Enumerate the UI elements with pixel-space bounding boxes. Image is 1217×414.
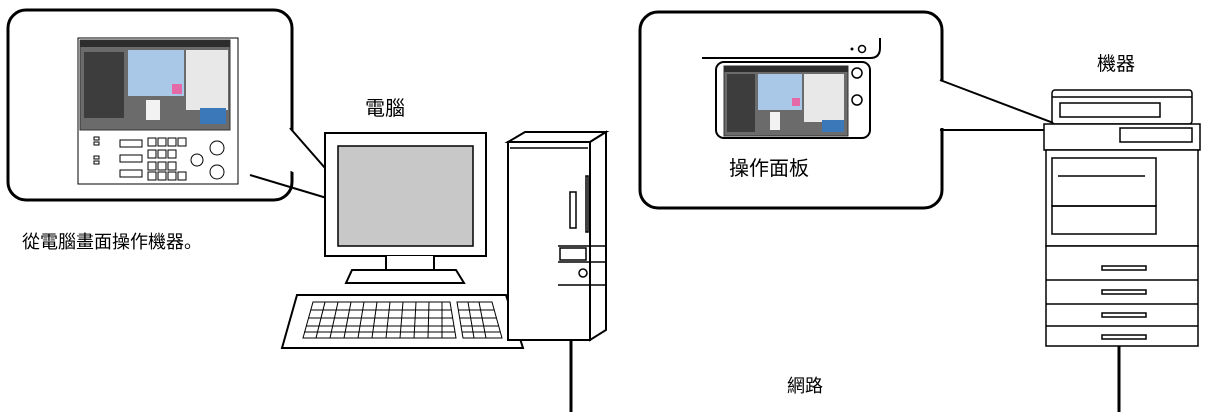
caption-text: 從電腦畫面操作機器。 — [22, 232, 202, 253]
computer-label: 電腦 — [365, 96, 405, 120]
control-panel-thumbnail — [77, 37, 239, 185]
machine-label: 機器 — [1097, 53, 1136, 75]
operation-panel-label: 操作面板 — [729, 156, 809, 180]
printer-icon — [1043, 89, 1201, 347]
keyboard-icon — [280, 294, 525, 349]
network-cable — [569, 340, 1121, 412]
pc-tower-icon — [504, 130, 610, 342]
operation-panel-device — [702, 38, 881, 139]
network-label: 網路 — [787, 376, 823, 397]
computer-monitor-icon — [324, 132, 487, 284]
